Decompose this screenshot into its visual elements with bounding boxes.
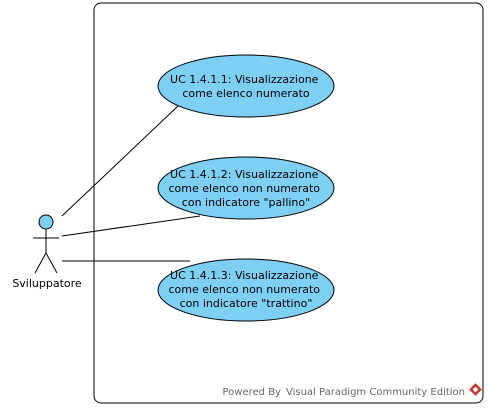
watermark-text: Powered By Visual Paradigm Community Edi… [223,387,466,398]
actor-head [38,214,54,230]
use-case-2-label: UC 1.4.1.2: Visualizzazione come elenco … [169,168,324,209]
association-uc2[interactable] [61,215,201,237]
actor-label: Sviluppatore [12,277,82,290]
actor-left-leg [34,252,47,274]
association-uc1[interactable] [61,105,179,217]
use-case-1-ellipse [157,54,335,118]
use-case-3-ellipse [157,258,335,322]
use-case-2[interactable]: UC 1.4.1.2: Visualizzazione come elenco … [157,156,335,220]
watermark: Powered By Visual Paradigm Community Edi… [223,383,482,398]
use-case-3-label: UC 1.4.1.3: Visualizzazione come elenco … [169,269,324,310]
use-case-2-ellipse [157,156,335,220]
actor-right-leg [45,252,58,274]
actor-sviluppatore[interactable]: Sviluppatore [12,214,82,290]
use-case-1[interactable]: UC 1.4.1.1: Visualizzazione come elenco … [157,54,335,118]
use-case-1-label: UC 1.4.1.1: Visualizzazione come elenco … [170,73,322,100]
visual-paradigm-logo-icon [469,383,482,396]
use-case-3[interactable]: UC 1.4.1.3: Visualizzazione come elenco … [157,258,335,322]
